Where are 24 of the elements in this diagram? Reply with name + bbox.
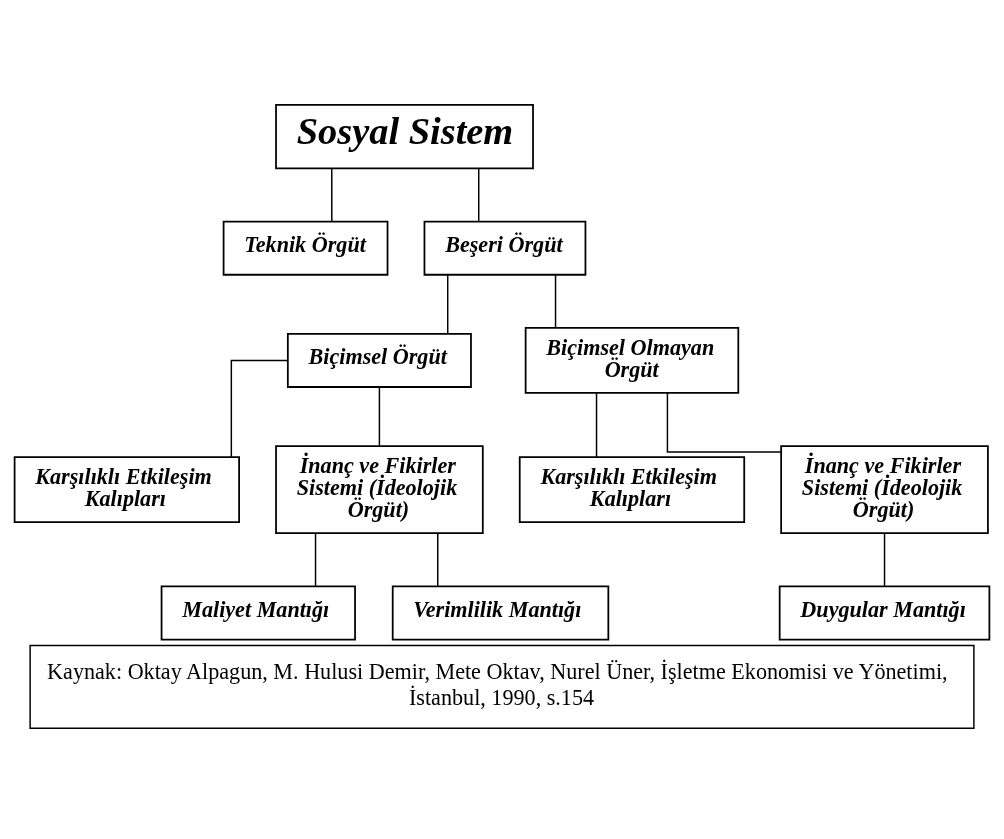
node-box: Teknik Örgüt bbox=[222, 220, 389, 276]
node-box: Maliyet Mantığı bbox=[160, 585, 356, 641]
node-box: Biçimsel Olmayan Örgüt bbox=[524, 327, 740, 394]
node-box: Duygular Mantığı bbox=[778, 585, 991, 641]
connector bbox=[478, 168, 480, 222]
node-box: Karşılıklı Etkileşim Kalıpları bbox=[13, 456, 240, 524]
connector bbox=[437, 532, 439, 587]
connector bbox=[447, 274, 449, 335]
node-box: Karşılıklı Etkileşim Kalıpları bbox=[518, 456, 746, 524]
connector bbox=[666, 392, 782, 453]
node-box: Verimlilik Mantığı bbox=[391, 585, 610, 641]
connector bbox=[378, 386, 381, 447]
connector bbox=[595, 392, 598, 458]
connector bbox=[314, 532, 317, 587]
node-box: Beşeri Örgüt bbox=[423, 220, 587, 276]
caption: Kaynak: Oktay Alpagun, M. Hulusi Demir, Mete Oktav, Nurel Üner, İşletme Ekonomisi ve Yönetimi, İstanbul, 1990, s.154 bbox=[47, 659, 948, 710]
connector bbox=[331, 168, 333, 222]
connector bbox=[883, 532, 886, 587]
node-box: İnanç ve Fikirler Sistemi (İdeolojik Örgüt) bbox=[780, 445, 989, 535]
connector bbox=[230, 359, 289, 458]
node-box: Biçimsel Örgüt bbox=[286, 332, 472, 388]
node-box: İnanç ve Fikirler Sistemi (İdeolojik Örgüt) bbox=[275, 445, 484, 535]
connector bbox=[554, 274, 557, 329]
node-box: Sosyal Sistem bbox=[275, 104, 534, 170]
